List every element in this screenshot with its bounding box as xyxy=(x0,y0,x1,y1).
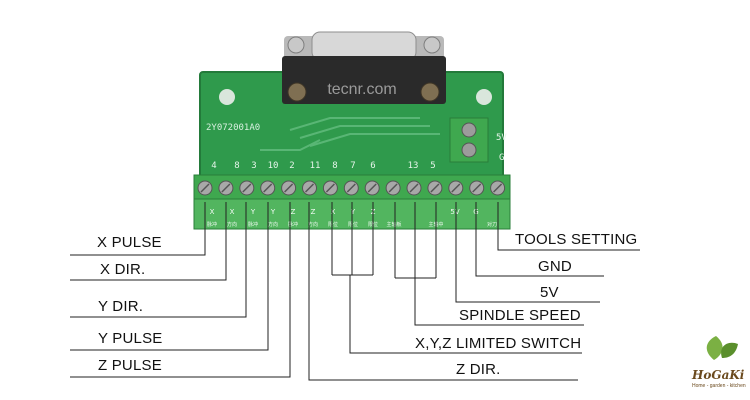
watermark: tecnr.com xyxy=(327,81,396,98)
pin-number: 5 xyxy=(430,161,435,171)
label-y-dir: Y DIR. xyxy=(98,298,144,315)
terminal-subtext: 方向 xyxy=(308,221,318,228)
terminal-subtext: 方向 xyxy=(227,221,237,228)
hogaki-logo xyxy=(706,336,738,360)
power-terminal-block xyxy=(449,117,489,163)
terminal-mark: Z xyxy=(291,208,296,216)
pin-number: 2 xyxy=(289,161,294,171)
terminal-subtext: 方向 xyxy=(268,221,278,228)
terminal-subtext: 脉冲 xyxy=(288,221,298,228)
label-x-dir: X DIR. xyxy=(100,261,146,278)
db-connector xyxy=(282,31,446,104)
terminal-mark: X xyxy=(230,208,235,216)
pin-number: 10 xyxy=(268,161,279,171)
label-z-pulse: Z PULSE xyxy=(98,357,162,374)
terminal-mark: X xyxy=(331,208,336,216)
label-limited-switch: X,Y,Z LIMITED SWITCH xyxy=(415,335,582,352)
power-label-5v: 5V xyxy=(496,133,507,143)
pin-number: 7 xyxy=(350,161,355,171)
logo-brand: HoGaKi xyxy=(692,368,745,382)
terminal-subtext: 限位 xyxy=(328,221,338,228)
logo-tagline: Home - garden - kitchen xyxy=(692,383,746,389)
pin-number: 13 xyxy=(408,161,419,171)
pin-number: 8 xyxy=(332,161,337,171)
terminal-subtext: 脉冲 xyxy=(207,221,217,228)
pin-number: 3 xyxy=(251,161,256,171)
label-spindle-speed: SPINDLE SPEED xyxy=(459,307,581,324)
label-5v: 5V xyxy=(540,284,559,301)
terminal-mark: X xyxy=(210,208,215,216)
label-x-pulse: X PULSE xyxy=(97,234,162,251)
leaf-icon xyxy=(706,336,723,360)
mount-hole-left xyxy=(219,89,235,105)
label-y-pulse: Y PULSE xyxy=(98,330,163,347)
terminal-subtext: 主轴板 xyxy=(386,221,401,228)
pin-number: 11 xyxy=(310,161,321,171)
pin-number: 6 xyxy=(370,161,375,171)
label-gnd: GND xyxy=(538,258,572,275)
terminal-subtext: 对刀 xyxy=(487,221,497,228)
pin-number: 8 xyxy=(234,161,239,171)
pin-number: 4 xyxy=(211,161,216,171)
leader-lines xyxy=(70,202,640,381)
power-label-g: G xyxy=(499,153,504,163)
silkscreen-code: 2Y072001A0 xyxy=(206,123,260,133)
terminal-mark: Y xyxy=(350,208,356,216)
mount-hole-right xyxy=(476,89,492,105)
terminal-mark: 5V xyxy=(450,208,459,216)
terminal-mark: Z xyxy=(311,208,316,216)
terminal-subtext: 限位 xyxy=(348,221,358,228)
pcb-traces xyxy=(260,117,440,151)
terminal-subtext: 脉冲 xyxy=(248,221,258,228)
label-tools-setting: TOOLS SETTING xyxy=(515,231,638,248)
terminal-mark: Y xyxy=(270,208,276,216)
terminal-mark: Y xyxy=(250,208,256,216)
label-z-dir: Z DIR. xyxy=(456,361,501,378)
